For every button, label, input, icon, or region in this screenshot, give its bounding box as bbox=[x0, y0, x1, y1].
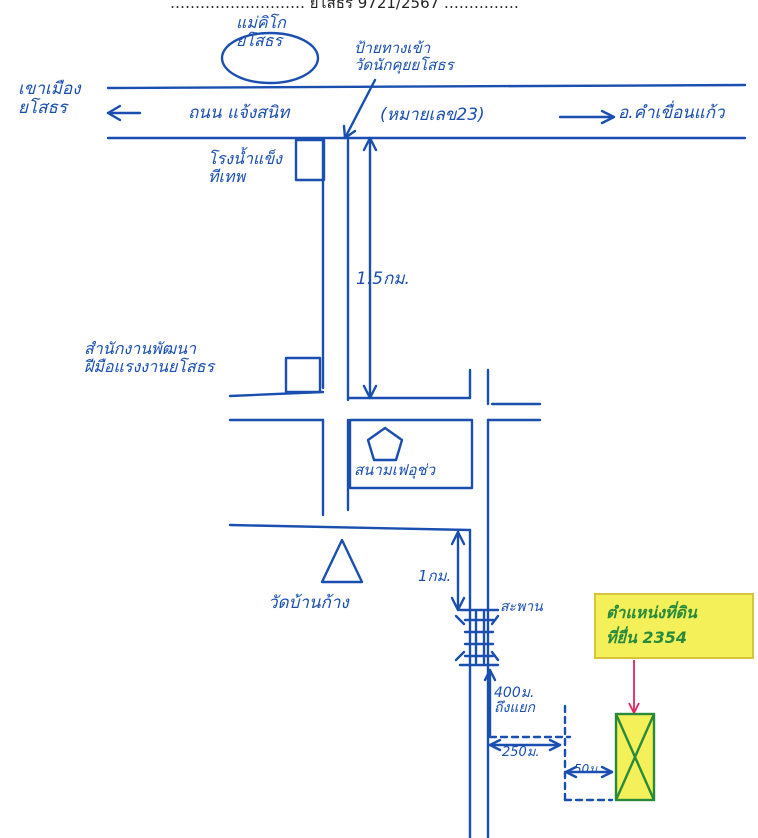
vertical-road bbox=[228, 138, 542, 838]
distance-50m-label: 50ม. bbox=[574, 762, 601, 776]
temple-triangle-icon bbox=[320, 538, 364, 584]
school-area-box bbox=[348, 418, 474, 490]
highway-label: (หมายเลข23) bbox=[380, 105, 485, 125]
road-name-label: ถนน แจ้งสนิท bbox=[188, 103, 290, 123]
school-area-label: สนามเฟอุช่ว bbox=[354, 461, 436, 479]
temple-bottom-label: วัดบ้านก้าง bbox=[268, 593, 349, 613]
side-road-dashed bbox=[488, 704, 614, 802]
sign-label: ป้ายทางเข้า วัดนักคุยยโสธร bbox=[354, 39, 454, 74]
factory-label: โรงน้ำแข็ง ทีเทพ bbox=[208, 149, 282, 186]
distance-arrow-1-5km bbox=[362, 136, 378, 400]
header-text: ……………………… ยโสธร 9721/2567 …………… bbox=[170, 0, 519, 12]
pointer-arrow bbox=[628, 660, 640, 716]
right-town-label: อ.คำเขื่อนแก้ว bbox=[618, 103, 725, 123]
bridge-label: สะพาน bbox=[500, 599, 543, 615]
temple-logo-oval bbox=[220, 31, 320, 85]
bridge-icon bbox=[454, 608, 500, 667]
pentagon-icon bbox=[366, 426, 404, 462]
target-location-label: ตำแหน่งที่ดิน ที่ยื่น 2354 bbox=[606, 603, 697, 647]
left-town-label: เขาเมือง ยโสธร bbox=[18, 79, 81, 118]
target-land-plot bbox=[614, 712, 656, 802]
distance-arrow-1km bbox=[450, 530, 466, 612]
sign-arrow bbox=[342, 78, 377, 140]
ice-factory-box bbox=[294, 138, 326, 182]
office-box bbox=[284, 356, 322, 394]
distance-250m-label: 250ม. bbox=[502, 745, 540, 760]
main-road bbox=[106, 83, 747, 140]
office-label: สำนักงานพัฒนา ฝีมือแรงงานยโสธร bbox=[84, 339, 215, 376]
target-location-box: ตำแหน่งที่ดิน ที่ยื่น 2354 bbox=[594, 593, 754, 659]
distance-1km-label: 1กม. bbox=[418, 567, 452, 585]
distance-1-5km-label: 1.5กม. bbox=[356, 269, 410, 289]
distance-400m-label: 400ม. ถึงแยก bbox=[494, 685, 536, 717]
temple-logo-label: แม่คิโก ยโสธร bbox=[236, 13, 286, 50]
distance-arrow-400m bbox=[483, 668, 497, 737]
